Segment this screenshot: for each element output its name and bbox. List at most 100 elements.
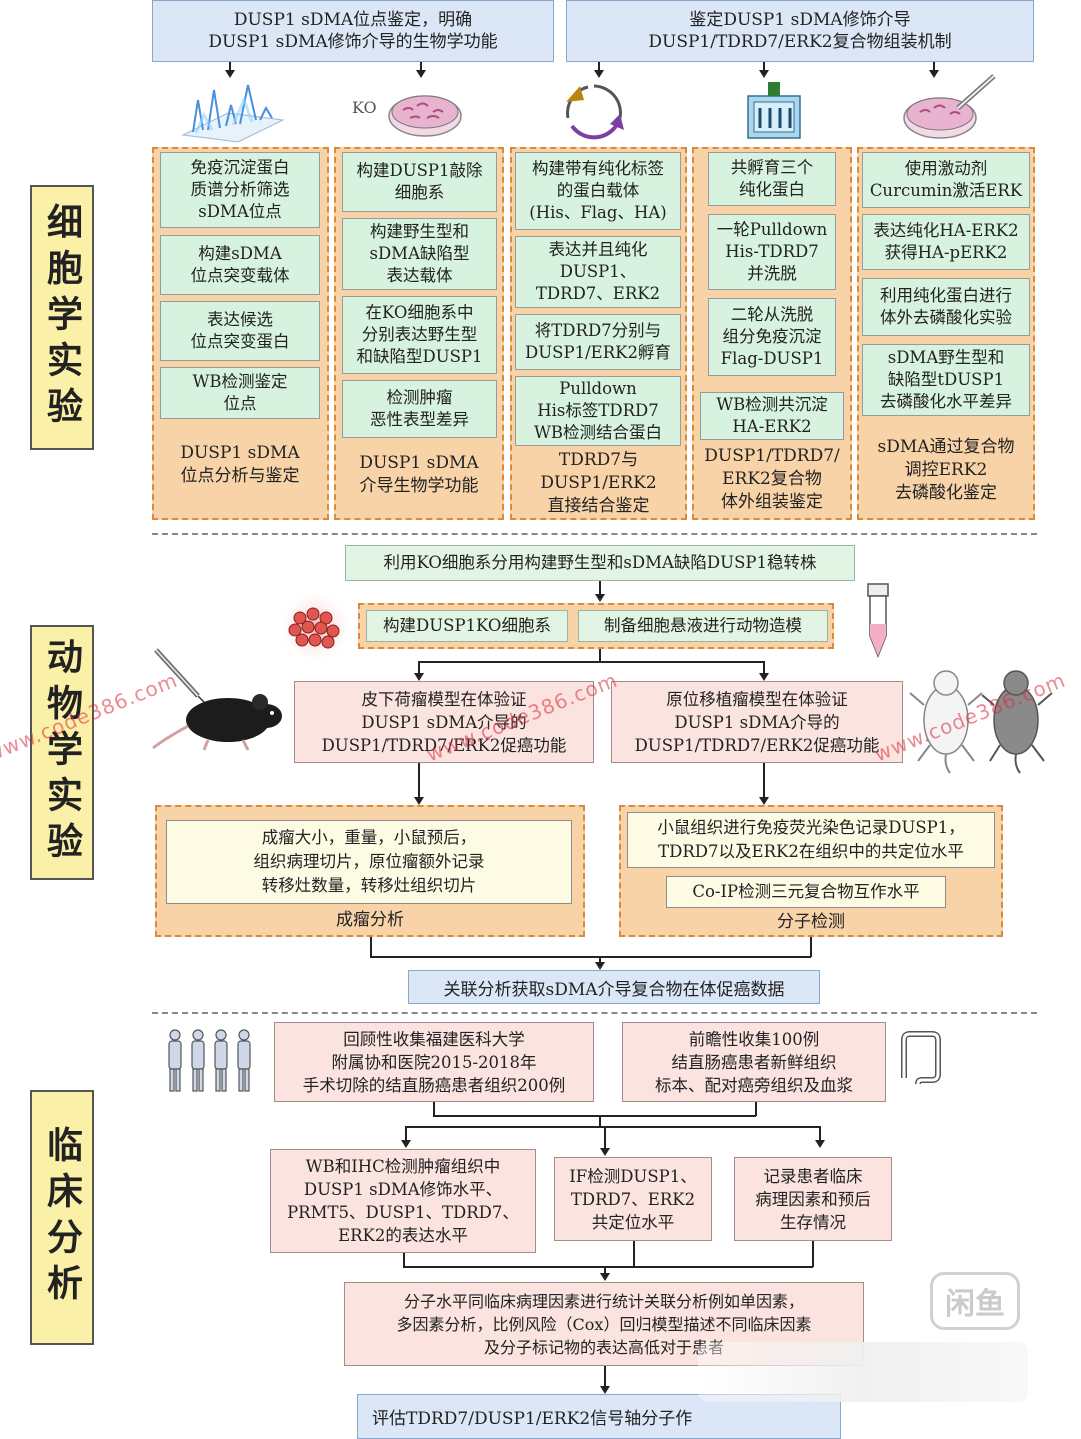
if-stain-box: 小鼠组织进行免疫荧光染色记录DUSP1， TDRD7以及ERK2在组织中的共定位… [627,812,995,868]
arrow-head [600,1386,610,1394]
connector [599,956,601,964]
arrow-head [759,70,769,78]
step-box: 构建sDMA 位点突变载体 [160,235,320,295]
step-box: WB检测鉴定 位点 [160,367,320,419]
retrospective-box: 回顾性收集福建医科大学 附属协和医院2015-2018年 手术切除的结直肠癌患者… [274,1022,594,1102]
build-ko-box: 构建DUSP1KO细胞系 [366,610,568,642]
step-box: 使用激动剂 Curcumin激活ERK [862,152,1030,208]
test-tube-icon [867,583,889,659]
statistics-box: 分子水平同临床病理因素进行统计关联分析例如单因素， 多因素分析，比例风险（Cox… [344,1282,864,1366]
arrow-head [595,962,605,970]
connector [755,1102,757,1116]
step-box: 共孵育三个 纯化蛋白 [708,152,836,206]
column-caption: DUSP1 sDMA 位点分析与鉴定 [180,443,300,486]
connector [418,661,420,675]
step-box: 构建带有纯化标签 的蛋白载体 (His、Flag、HA) [515,152,681,230]
connector [763,62,765,72]
stable-line-box: 利用KO细胞系分用构建野生型和sDMA缺陷DUSP1稳转株 [345,545,855,581]
connector [819,1126,821,1142]
connector [599,581,601,595]
connector [604,1366,606,1388]
step-box: 构建DUSP1敲除 细胞系 [342,152,497,212]
column-caption: TDRD7与 DUSP1/ERK2 直接结合鉴定 [540,449,657,516]
column-caption: DUSP1 sDMA 介导生物学功能 [359,453,479,496]
connector [604,1266,606,1274]
connector [405,1126,820,1128]
section-title-clinical: 临床分析 [30,1090,94,1345]
section-title-animal: 动物学实验 [30,625,94,880]
arrow-head [595,594,605,602]
column-caption: sDMA通过复合物 调控ERK2 去磷酸化鉴定 [877,436,1015,503]
step-box: 表达候选 位点突变蛋白 [160,301,320,361]
arrow-head [416,70,426,78]
step-box: 免疫沉淀蛋白 质谱分析筛选 sDMA位点 [160,152,320,228]
blur-patch [698,1342,1028,1402]
mass-spectrum-icon [181,84,285,143]
connector [810,937,812,957]
electrophoresis-icon [747,82,801,139]
tumor-analysis-caption: 成瘤分析 [336,909,404,930]
cell-cluster-icon [277,590,353,665]
connector [403,1266,813,1268]
step-box: 表达并且纯化 DUSP1、 TDRD7、ERK2 [515,236,681,308]
arrow-head [600,1273,610,1281]
arrow-head [815,1140,825,1148]
step-box: Pulldown His标签TDRD7 WB检测结合蛋白 [515,376,681,446]
connector [420,62,422,72]
subcutaneous-model-box: 皮下荷瘤模型在体验证 DUSP1 sDMA介导的 DUSP1/TDRD7/ERK… [294,681,594,763]
section-divider [152,1012,1037,1014]
mouse-syringe-icon [152,648,282,751]
connector [633,1241,635,1267]
coip-box: Co-IP检测三元复合物互作水平 [666,876,946,908]
cycle-arrow-icon [566,84,624,140]
step-box: 将TDRD7分别与 DUSP1/ERK2孵育 [515,314,681,370]
step-box: 在KO细胞系中 分别表达野生型 和缺陷型DUSP1 [342,296,497,374]
prepare-suspension-box: 制备细胞悬液进行动物造模 [578,610,828,642]
goal-box-right: 鉴定DUSP1 sDMA修饰介导 DUSP1/TDRD7/ERK2复合物组装机制 [566,0,1034,62]
connector [763,763,765,799]
step-box: 一轮Pulldown His-TDRD7 并洗脱 [708,214,836,290]
arrow-head [759,673,769,681]
connector [405,1126,407,1142]
petri-dish-icon [388,95,462,137]
connector [433,1102,435,1116]
step-box: 表达纯化HA-ERK2 获得HA-pERK2 [862,214,1030,270]
prospective-box: 前瞻性收集100例 结直肠癌患者新鲜组织 标本、配对癌旁组织及血浆 [622,1022,886,1102]
orthotopic-model-box: 原位移植瘤模型在体验证 DUSP1 sDMA介导的 DUSP1/TDRD7/ER… [611,681,903,763]
connector [604,1126,606,1150]
connector [763,661,765,675]
connector [403,1253,405,1267]
connector [418,763,420,799]
step-box: 构建野生型和 sDMA缺陷型 表达载体 [342,218,497,290]
goal-box-left: DUSP1 sDMA位点鉴定，明确 DUSP1 sDMA修饰介导的生物学功能 [152,0,554,62]
step-box: sDMA野生型和 缺陷型tDUSP1 去磷酸化水平差异 [862,344,1030,416]
connector [433,1115,756,1117]
arrow-head [600,1148,610,1156]
correlation-box: 关联分析获取sDMA介导复合物在体促癌数据 [408,970,820,1004]
section-divider [152,533,1037,535]
arrow-head [401,1140,411,1148]
connector [370,937,372,957]
step-box: 利用纯化蛋白进行 体外去磷酸化实验 [862,278,1030,336]
record-box: 记录患者临床 病理因素和预后 生存情况 [734,1157,892,1241]
arrow-head [414,673,424,681]
colon-icon [901,1031,941,1085]
column-caption: DUSP1/TDRD7/ ERK2复合物 体外组装鉴定 [704,445,840,512]
step-box: 检测肿瘤 恶性表型差异 [342,380,497,438]
connector [229,62,231,72]
logo-text: 闲鱼 [945,1287,1005,1322]
xianyu-logo: 闲鱼 [930,1272,1020,1330]
arrow-head [759,797,769,805]
patients-icon [168,1029,251,1092]
connector [599,649,601,661]
connector [418,661,764,663]
arrow-head [225,70,235,78]
arrow-head [929,70,939,78]
connector [812,1241,814,1267]
step-box: WB检测共沉淀 HA-ERK2 [700,392,844,440]
section-title-cell: 细胞学实验 [30,185,94,450]
connector [933,62,935,72]
tumor-measure-box: 成瘤大小，重量，小鼠预后， 组织病理切片，原位瘤额外记录 转移灶数量，转移灶组织… [166,820,572,904]
arrow-head [414,797,424,805]
mice-pair-icon [909,670,1053,774]
